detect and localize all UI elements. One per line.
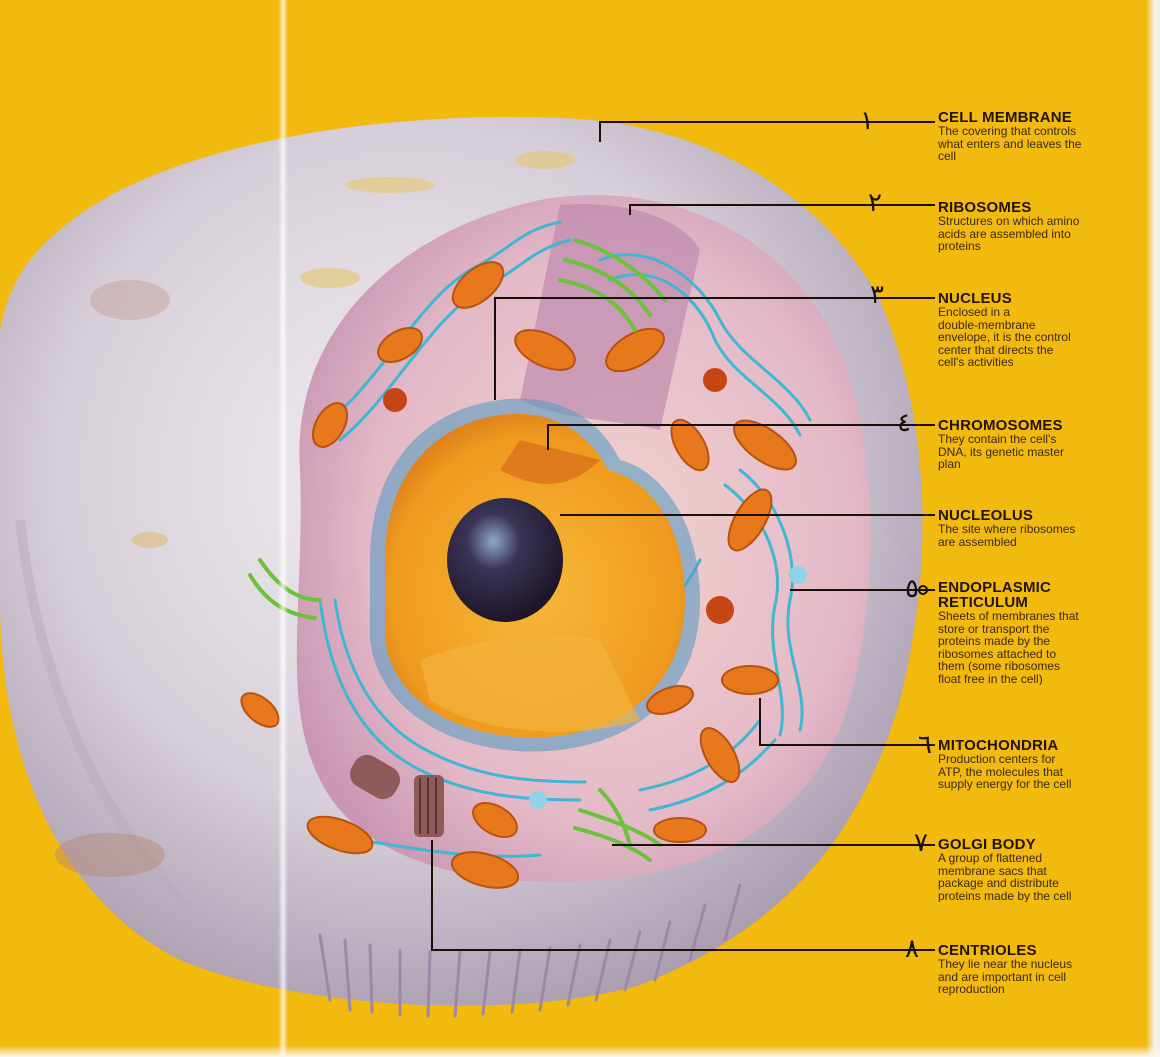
label-title: NUCLEOLUS [938,508,1160,523]
label-title: MITOCHONDRIA [938,738,1160,753]
page-fold [278,0,288,1057]
label-mitochondria: MITOCHONDRIA Production centers for ATP,… [938,738,1160,791]
label-description: They lie near the nucleus and are import… [938,958,1160,996]
label-description: The site where ribosomes are assembled [938,523,1160,548]
label-title: CHROMOSOMES [938,418,1160,433]
label-cell-membrane: CELL MEMBRANE The covering that controls… [938,110,1160,163]
label-description: Production centers for ATP, the molecule… [938,753,1160,791]
label-number-golgi-body: ٧ [914,830,928,856]
label-title: CELL MEMBRANE [938,110,1160,125]
label-golgi-body: GOLGI BODY A group of flattened membrane… [938,837,1160,902]
label-description: Enclosed in a double-membrane envelope, … [938,306,1160,369]
label-description: The covering that controls what enters a… [938,125,1160,163]
label-number-nucleus: ٣ [870,282,884,308]
label-number-cell-membrane: ١ [860,108,874,134]
label-centrioles: CENTRIOLES They lie near the nucleus and… [938,943,1160,996]
label-title: RIBOSOMES [938,200,1160,215]
label-ribosomes: RIBOSOMES Structures on which amino acid… [938,200,1160,253]
label-nucleus: NUCLEUS Enclosed in a double-membrane en… [938,291,1160,369]
label-number-mitochondria: ٦ [918,732,932,758]
label-nucleolus: NUCLEOLUS The site where ribosomes are a… [938,508,1160,548]
label-title: CENTRIOLES [938,943,1160,958]
nucleolus [447,498,563,622]
label-description: Structures on which amino acids are asse… [938,215,1160,253]
label-description: Sheets of membranes that store or transp… [938,610,1160,685]
label-endoplasmic-reticulum: ENDOPLASMIC RETICULUM Sheets of membrane… [938,580,1160,685]
label-title: GOLGI BODY [938,837,1160,852]
label-title: NUCLEUS [938,291,1160,306]
label-number-endoplasmic-reticulum: ٥ [905,576,919,602]
label-number-chromosomes: ٤ [897,410,911,436]
label-description: They contain the cell's DNA, its genetic… [938,433,1160,471]
label-chromosomes: CHROMOSOMES They contain the cell's DNA,… [938,418,1160,471]
page-bottom-edge [0,1045,1160,1057]
label-number-centrioles: ٨ [905,936,919,962]
label-description: A group of flattened membrane sacs that … [938,852,1160,902]
label-title: ENDOPLASMIC RETICULUM [938,580,1160,610]
label-number-ribosomes: ٢ [868,190,882,216]
